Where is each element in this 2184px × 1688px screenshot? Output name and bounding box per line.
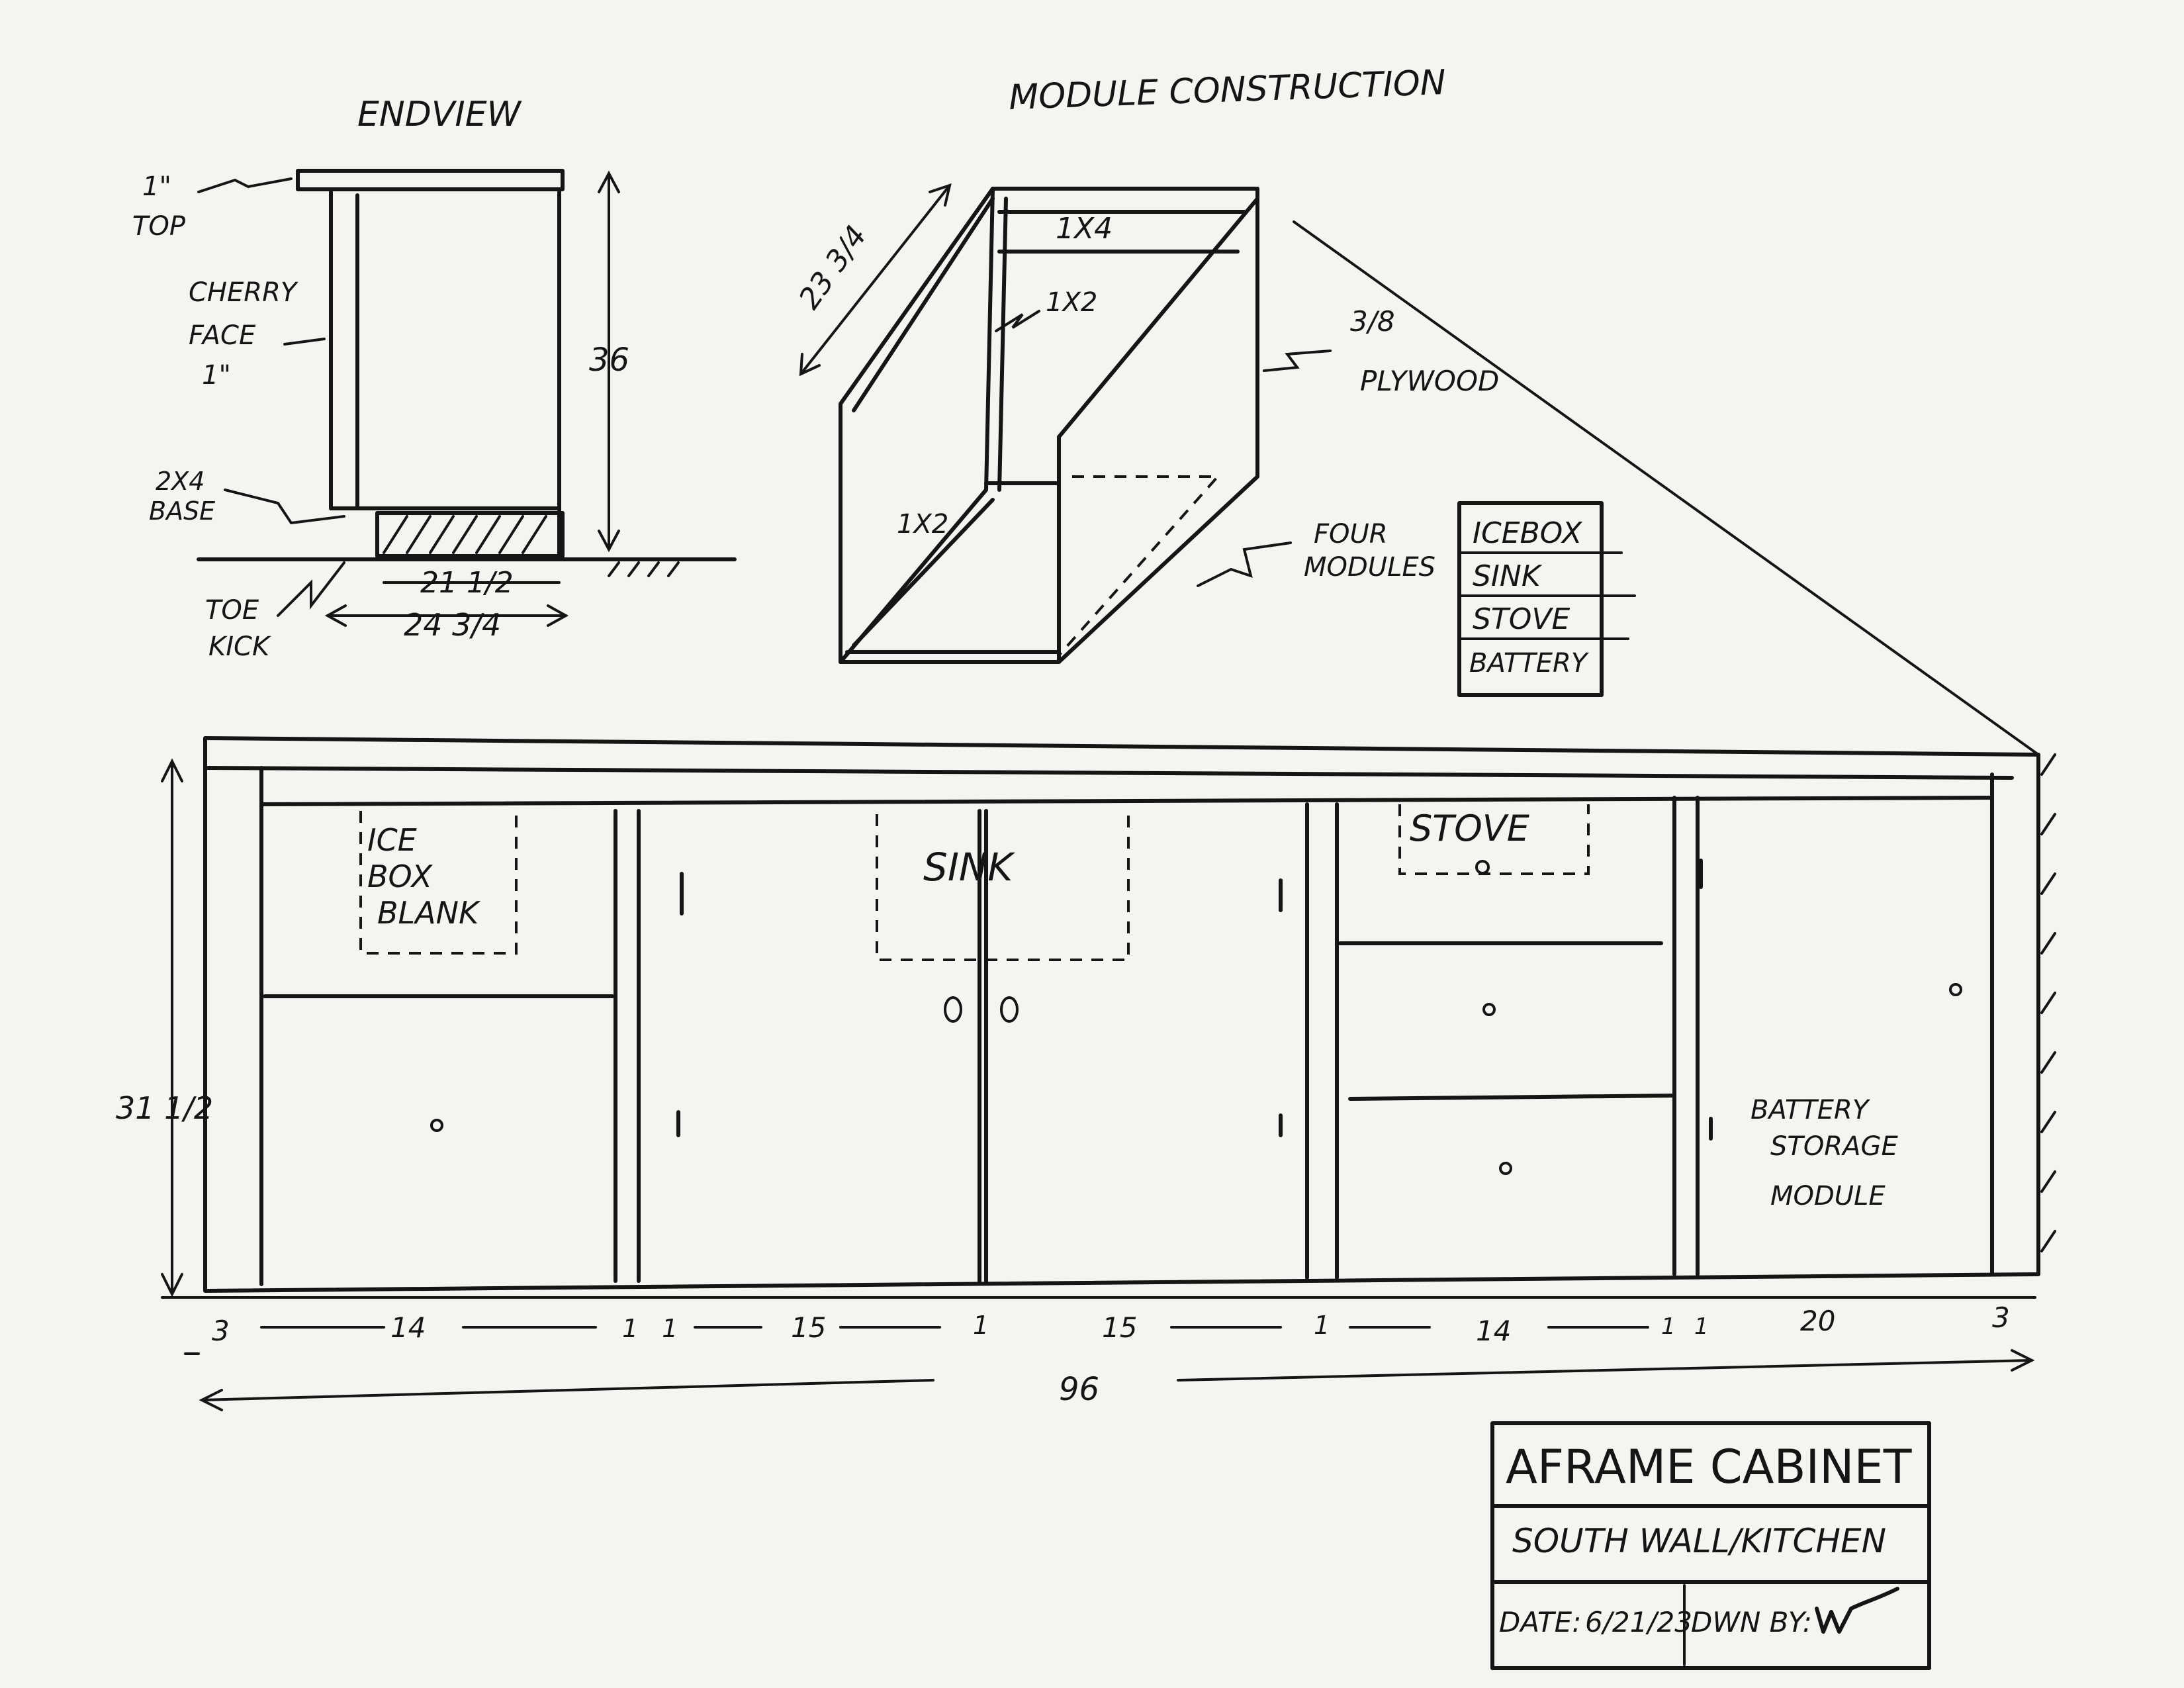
stove-label: STOVE — [1410, 808, 1530, 849]
toe-kick-label-1: TOE — [205, 595, 259, 626]
four-modules-label-1: FOUR — [1314, 519, 1388, 549]
dim-label: 14 — [1476, 1315, 1511, 1347]
module-construction-heading: MODULE CONSTRUCTION — [1008, 63, 1446, 118]
base-hatch — [383, 515, 547, 554]
rail-top-label: 1X4 — [1056, 212, 1113, 246]
end-view-depth-inner: 21 1/2 — [420, 566, 514, 600]
module-list-item: BATTERY — [1469, 648, 1590, 679]
module-list-item: SINK — [1473, 559, 1543, 593]
icebox-label-2: BOX — [367, 859, 433, 894]
dim-label: 1 — [662, 1314, 678, 1343]
drawn-by-label: DWN BY: — [1691, 1606, 1812, 1638]
sink-label: SINK — [923, 845, 1015, 890]
cherry-face-label-1: CHERRY — [189, 277, 299, 308]
end-view-heading: ENDVIEW — [357, 95, 523, 134]
base-label-1: 2X4 — [156, 467, 205, 496]
plywood-label-1: 3/8 — [1350, 305, 1395, 338]
dim-label: 1 — [1661, 1313, 1676, 1340]
elevation-dimensions: 3 14 1 1 15 1 15 1 14 1 1 20 3 96 — [212, 1301, 2010, 1408]
dim-label: 15 — [1102, 1311, 1137, 1344]
end-view-height: 36 — [589, 342, 629, 379]
date-value: 6/21/23 — [1585, 1606, 1692, 1638]
dim-label: 20 — [1800, 1305, 1835, 1337]
overall-width: 96 — [1059, 1371, 1099, 1408]
dim-label: 1 — [622, 1314, 638, 1343]
battery-label-2: STORAGE — [1770, 1131, 1898, 1162]
dim-label: 14 — [390, 1311, 426, 1344]
module-depth: 23 3/4 — [792, 220, 874, 316]
elevation-height: 31 1/2 — [116, 1090, 213, 1126]
dim-label: 3 — [1992, 1301, 2010, 1334]
module-list-table — [1457, 501, 1636, 697]
dim-label: 1 — [1694, 1313, 1709, 1340]
date-label: DATE: — [1499, 1606, 1581, 1638]
title-block-subtitle: SOUTH WALL/KITCHEN — [1512, 1522, 1886, 1560]
dim-label: 1 — [973, 1311, 989, 1340]
icebox-label-1: ICE — [367, 822, 417, 858]
module-list-item: STOVE — [1473, 602, 1570, 636]
base-label-2: BASE — [149, 496, 215, 526]
module-isometric — [799, 183, 1332, 664]
battery-label-1: BATTERY — [1751, 1095, 1871, 1125]
end-view-drawing: 36 21 1/2 24 3/4 — [197, 169, 737, 643]
end-view-depth-outer: 24 3/4 — [404, 607, 501, 643]
title-block — [1490, 1421, 1931, 1670]
front-elevation — [161, 220, 2056, 1411]
toe-kick-label-2: KICK — [208, 632, 271, 662]
title-block-title: AFRAME CABINET — [1506, 1440, 1912, 1494]
plywood-label-2: PLYWOOD — [1360, 365, 1499, 397]
rail-bottom-label: 1X2 — [897, 509, 948, 539]
dim-label: 15 — [791, 1311, 826, 1344]
dim-label: 3 — [212, 1315, 230, 1347]
cherry-face-label-2: FACE — [189, 320, 256, 351]
drawn-by-signature — [1815, 1587, 1899, 1634]
module-list-item: ICEBOX — [1473, 516, 1582, 550]
four-modules-label-2: MODULES — [1304, 552, 1435, 583]
rail-side-label: 1X2 — [1046, 287, 1097, 318]
cherry-face-label-3: 1" — [202, 360, 231, 391]
battery-label-3: MODULE — [1770, 1181, 1886, 1211]
icebox-label-3: BLANK — [377, 895, 481, 931]
dim-label: 1 — [1314, 1311, 1330, 1340]
top-label-2: TOP — [132, 211, 186, 242]
top-label: 1" — [142, 171, 171, 202]
